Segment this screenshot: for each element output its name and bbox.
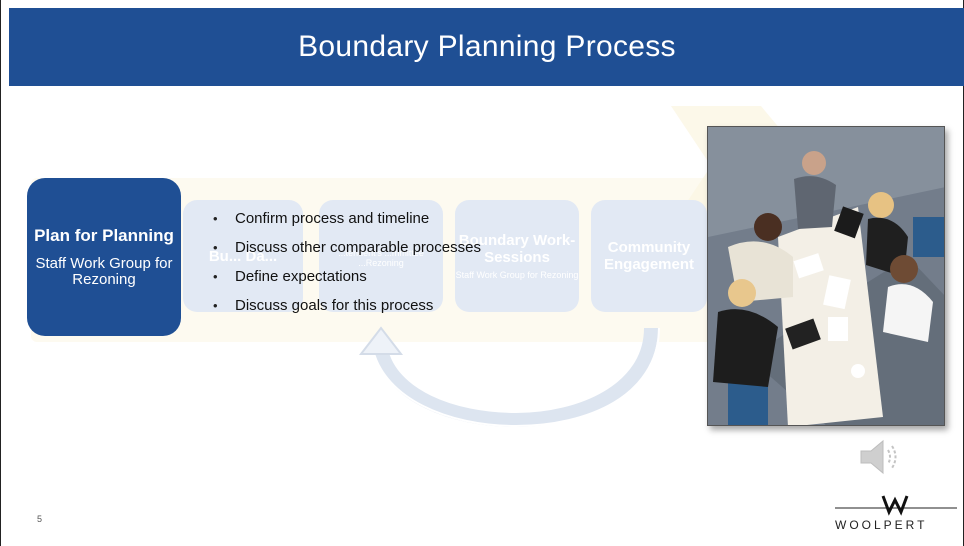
logo-wordmark: WOOLPERT bbox=[835, 518, 928, 532]
bullet-icon: • bbox=[213, 298, 218, 313]
woolpert-mark-icon bbox=[835, 495, 957, 516]
bullet-list: • Confirm process and timeline • Discuss o… bbox=[213, 210, 481, 326]
bullet-text: Discuss goals for this process bbox=[235, 297, 434, 314]
step-title: Community Engagement bbox=[603, 239, 694, 273]
bullet-icon: • bbox=[213, 269, 218, 284]
bullet-item: • Discuss goals for this process bbox=[213, 297, 481, 326]
cycle-arrow-icon bbox=[358, 326, 660, 428]
bullet-item: • Discuss other comparable processes bbox=[213, 239, 481, 268]
step-community-engagement[interactable]: Community Engagement bbox=[591, 200, 707, 312]
bullet-text: Define expectations bbox=[235, 268, 367, 285]
page-number: 5 bbox=[37, 514, 43, 524]
title-bar: Boundary Planning Process bbox=[9, 8, 964, 86]
bullet-icon: • bbox=[213, 211, 218, 226]
step-boundary-work-sessions[interactable]: Boundary Work-Sessions Staff Work Group … bbox=[455, 200, 579, 312]
step-title: Bu... Da... bbox=[208, 247, 278, 265]
bullet-text: Discuss other comparable processes bbox=[235, 239, 481, 256]
step-title: Boundary Work-Sessions bbox=[458, 232, 576, 266]
meeting-photo bbox=[707, 126, 945, 426]
step-superintendent-committee[interactable]: ...tendent's ...mmittee ...Rezoning bbox=[319, 200, 443, 312]
speaker-icon[interactable] bbox=[859, 438, 903, 476]
slide-title: Boundary Planning Process bbox=[298, 30, 676, 63]
bullet-icon: • bbox=[213, 240, 218, 255]
woolpert-logo: WOOLPERT bbox=[831, 492, 961, 542]
bullet-item: • Define expectations bbox=[213, 268, 481, 297]
bullet-item: • Confirm process and timeline bbox=[213, 210, 481, 239]
step-subtitle: Staff Work Group for Rezoning bbox=[35, 255, 173, 288]
step-title: Plan for Planning bbox=[34, 226, 174, 245]
meeting-photo-image bbox=[708, 127, 944, 425]
bullet-text: Confirm process and timeline bbox=[235, 210, 430, 227]
step-subtitle: Staff Work Group for Rezoning bbox=[455, 270, 579, 280]
step-subtitle: ...tendent's ...mmittee ...Rezoning bbox=[338, 248, 424, 268]
step-build-data[interactable]: Bu... Da... bbox=[183, 200, 303, 312]
step-plan-for-planning[interactable]: Plan for Planning Staff Work Group for R… bbox=[27, 178, 181, 336]
